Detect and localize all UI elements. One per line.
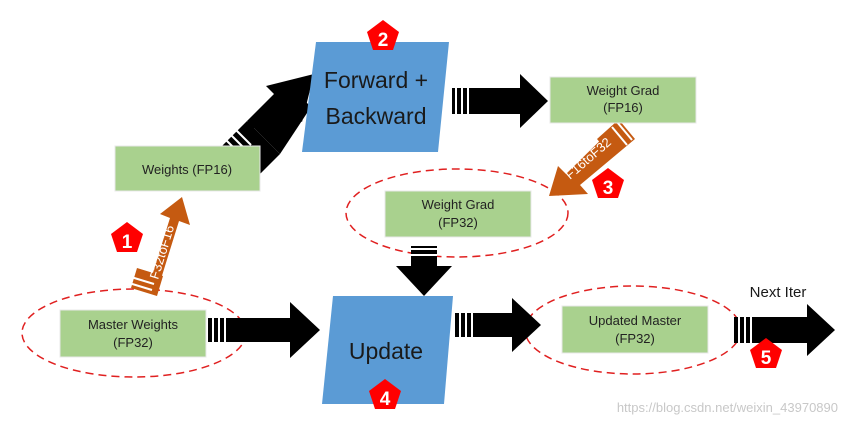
- forward-backward-line1: Forward +: [324, 67, 428, 93]
- master-weights-line2: (FP32): [113, 335, 153, 350]
- updated-master-line2: (FP32): [615, 331, 655, 346]
- step-5-number: 5: [761, 348, 772, 369]
- box-weight-grad-fp16: Weight Grad (FP16): [549, 76, 697, 124]
- box-weights-fp16: Weights (FP16): [114, 145, 261, 192]
- f32tof16-label: F32toF16: [147, 223, 178, 281]
- step-badge-4: 4: [369, 379, 401, 410]
- arrow-weights-to-forward: [222, 74, 314, 179]
- arrow-next-iter: [734, 304, 835, 356]
- step-2-number: 2: [378, 30, 389, 51]
- block-update: Update: [322, 296, 453, 404]
- box-master-weights: Master Weights (FP32): [59, 309, 207, 358]
- weight-grad-fp32-line2: (FP32): [438, 215, 478, 230]
- step-3-number: 3: [603, 178, 614, 199]
- arrow-update-to-updated-master: [455, 298, 541, 352]
- watermark-text: https://blog.csdn.net/weixin_43970890: [617, 400, 838, 415]
- weights-fp16-label: Weights (FP16): [142, 162, 232, 177]
- box-weight-grad-fp32: Weight Grad (FP32): [384, 190, 532, 238]
- box-updated-master: Updated Master (FP32): [561, 305, 709, 354]
- step-badge-1: 1: [111, 222, 143, 253]
- weight-grad-fp16-line2: (FP16): [603, 100, 643, 115]
- updated-master-line1: Updated Master: [589, 313, 682, 328]
- arrow-master-to-update: [208, 302, 320, 358]
- weight-grad-fp32-line1: Weight Grad: [422, 197, 495, 212]
- weight-grad-fp16-line1: Weight Grad: [587, 83, 660, 98]
- forward-backward-line2: Backward: [326, 103, 427, 129]
- arrow-forward-to-weight-grad: [452, 74, 548, 128]
- ellipse-weight-grad-fp32: [345, 168, 569, 258]
- step-badge-5: 5: [750, 338, 782, 369]
- step-badge-3: 3: [592, 168, 624, 199]
- block-forward-backward: Forward + Backward: [302, 42, 449, 152]
- step-4-number: 4: [380, 389, 391, 410]
- master-weights-line1: Master Weights: [88, 317, 179, 332]
- step-badge-2: 2: [367, 20, 399, 51]
- next-iter-label: Next Iter: [750, 284, 807, 301]
- update-label: Update: [349, 338, 423, 364]
- arrow-weight-grad-to-update: [396, 246, 452, 296]
- step-1-number: 1: [122, 232, 133, 253]
